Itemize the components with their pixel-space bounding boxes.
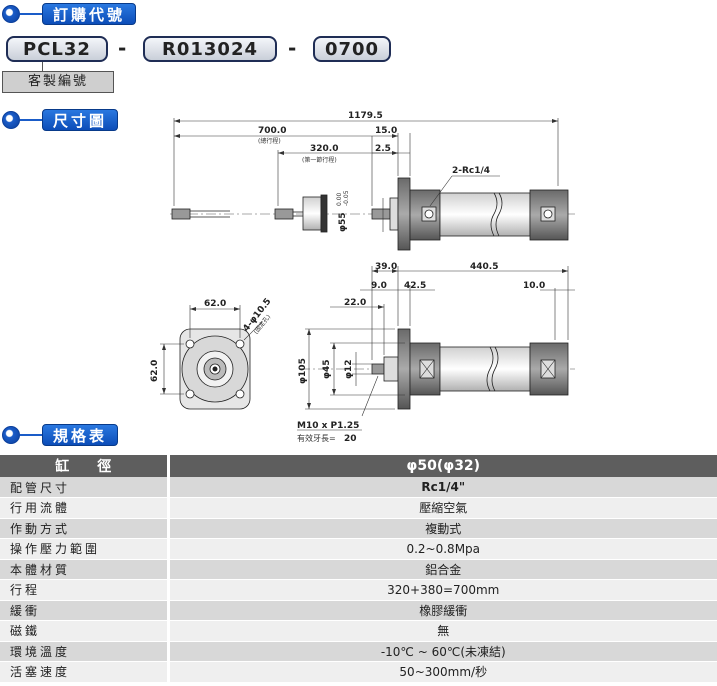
spec-value: 鋁合金 xyxy=(168,559,717,580)
order-code-model: R013024 xyxy=(143,36,277,62)
spec-key: 作動方式 xyxy=(0,518,170,539)
dim-front-height: 62.0 xyxy=(150,360,160,382)
spec-key: 緩衝 xyxy=(0,600,170,621)
order-code-stroke: 0700 xyxy=(313,36,391,62)
table-row: 磁鐵無 xyxy=(0,620,717,642)
custom-number-label: 客製編號 xyxy=(2,71,114,93)
spec-value: 複動式 xyxy=(168,518,717,539)
section-title-specs: 規格表 xyxy=(42,424,119,446)
order-code-dash-1: - xyxy=(118,36,127,60)
custom-connector xyxy=(42,62,43,71)
top-view-extended: 1179.5 700.0 (總行程) 320.0 (第一節行程) 15.0 2.… xyxy=(170,111,575,251)
bullet-icon xyxy=(2,111,20,129)
spec-key: 磁鐵 xyxy=(0,620,170,642)
spec-key: 環境溫度 xyxy=(0,641,170,662)
front-view: 62.0 62.0 4-φ10.5 (固定孔) xyxy=(150,297,274,410)
dim-flange: 15.0 xyxy=(375,126,397,136)
dim-front-pcd: 62.0 xyxy=(204,299,226,309)
header-line xyxy=(20,434,42,436)
dim-overall-length: 1179.5 xyxy=(348,111,383,121)
dim-side-440: 440.5 xyxy=(470,262,498,272)
bullet-icon xyxy=(2,5,20,23)
dim-total-stroke-note: (總行程) xyxy=(258,137,281,145)
spec-value: 320+380=700mm xyxy=(168,579,717,601)
dim-total-stroke: 700.0 xyxy=(258,126,286,136)
spec-header-value: φ50(φ32) xyxy=(168,455,717,477)
table-row: 本體材質鋁合金 xyxy=(0,559,717,580)
dim-dia-105: φ105 xyxy=(298,358,308,384)
dim-side-22: 22.0 xyxy=(344,298,366,308)
spec-value: 50~300mm/秒 xyxy=(168,661,717,683)
dim-side-42: 42.5 xyxy=(404,281,426,291)
order-code-series: PCL32 xyxy=(6,36,108,62)
dimension-drawing: 1179.5 700.0 (總行程) 320.0 (第一節行程) 15.0 2.… xyxy=(150,111,575,444)
section-header-order: 訂購代號 xyxy=(2,3,137,25)
dim-thread-length-label: 有效牙長= xyxy=(297,433,336,443)
spec-header-row: 缸 徑 φ50(φ32) xyxy=(0,455,717,477)
dim-side-9: 9.0 xyxy=(371,281,387,291)
spec-key: 行用流體 xyxy=(0,497,170,519)
spec-key: 行程 xyxy=(0,579,170,601)
spec-value: 無 xyxy=(168,620,717,642)
order-code-dash-2: - xyxy=(288,36,297,60)
spec-header-key: 缸 徑 xyxy=(0,455,170,477)
dim-thread: M10 x P1.25 xyxy=(297,421,359,431)
dim-rod-tol-lower: -0.05 xyxy=(343,190,350,206)
dim-first-stroke-note: (第一節行程) xyxy=(302,156,337,164)
table-row: 行用流體壓縮空氣 xyxy=(0,497,717,519)
spec-key: 操作壓力範圍 xyxy=(0,538,170,560)
header-line xyxy=(20,13,42,15)
dim-side-39: 39.0 xyxy=(375,262,397,272)
dim-dia-12: φ12 xyxy=(344,359,354,379)
table-row: 環境溫度-10℃ ~ 60℃(未凍結) xyxy=(0,641,717,662)
table-row: 緩衝橡膠緩衝 xyxy=(0,600,717,621)
section-title-order: 訂購代號 xyxy=(42,3,137,25)
dim-port: 2-Rc1/4 xyxy=(452,166,490,176)
bullet-icon xyxy=(2,426,20,444)
spec-value: 橡膠緩衝 xyxy=(168,600,717,621)
section-header-dimensions: 尺寸圖 xyxy=(2,109,119,131)
dim-first-stroke: 320.0 xyxy=(310,144,338,154)
dim-rod-tol-upper: 0.00 xyxy=(336,192,343,206)
spec-value: 0.2~0.8Mpa xyxy=(168,538,717,560)
dim-side-10: 10.0 xyxy=(523,281,545,291)
dim-thread-length: 20 xyxy=(344,434,357,444)
spec-value: -10℃ ~ 60℃(未凍結) xyxy=(168,641,717,662)
section-title-dimensions: 尺寸圖 xyxy=(42,109,119,131)
spec-key: 本體材質 xyxy=(0,559,170,580)
dim-rod-diameter: φ55 xyxy=(338,212,348,232)
spec-key: 活塞速度 xyxy=(0,661,170,683)
dim-dia-45: φ45 xyxy=(322,359,332,379)
spec-value: Rc1/4" xyxy=(168,477,717,498)
spec-key: 配管尺寸 xyxy=(0,477,170,498)
table-row: 作動方式複動式 xyxy=(0,518,717,539)
header-line xyxy=(20,119,42,121)
side-view-retracted: 39.0 440.5 9.0 42.5 10.0 22.0 φ105 φ45 φ… xyxy=(297,262,575,444)
section-header-specs: 規格表 xyxy=(2,424,119,446)
spec-value: 壓縮空氣 xyxy=(168,497,717,519)
dim-shoulder: 2.5 xyxy=(375,144,391,154)
